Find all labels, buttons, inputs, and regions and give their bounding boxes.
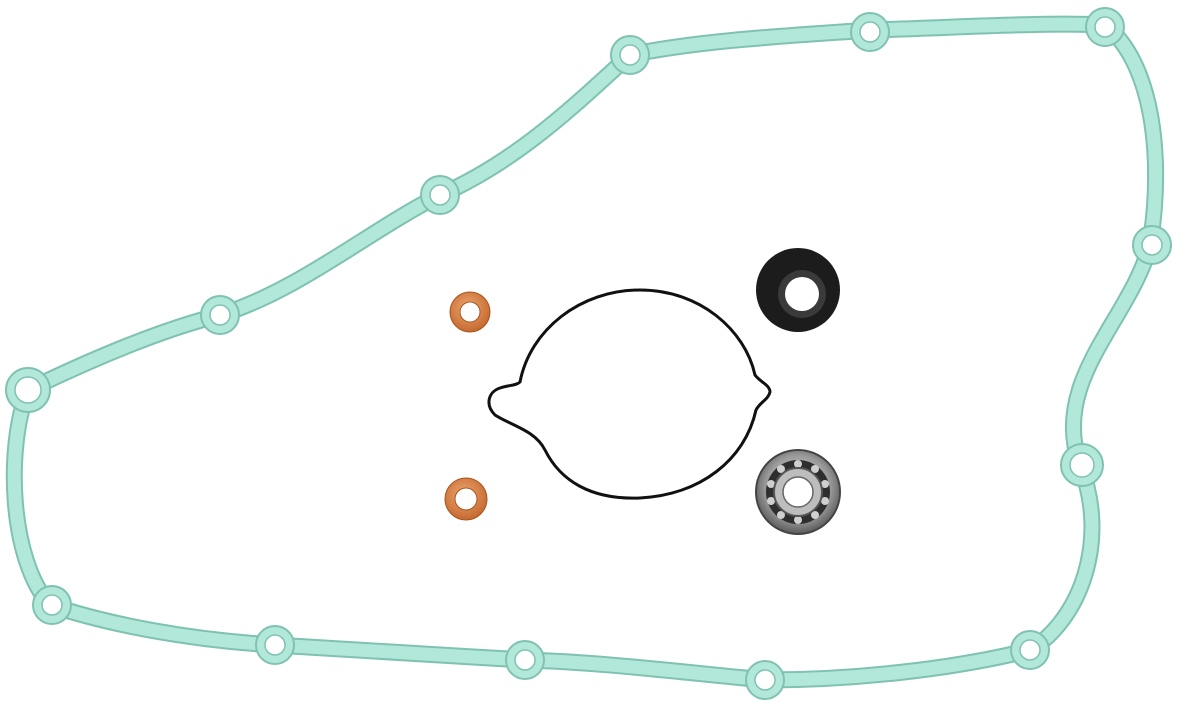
copper-washer bbox=[449, 291, 491, 333]
cover-gasket bbox=[5, 7, 1172, 700]
ball-bearing bbox=[755, 449, 841, 535]
oil-seal bbox=[756, 248, 840, 332]
copper-washer bbox=[444, 477, 488, 521]
o-ring bbox=[487, 288, 772, 500]
